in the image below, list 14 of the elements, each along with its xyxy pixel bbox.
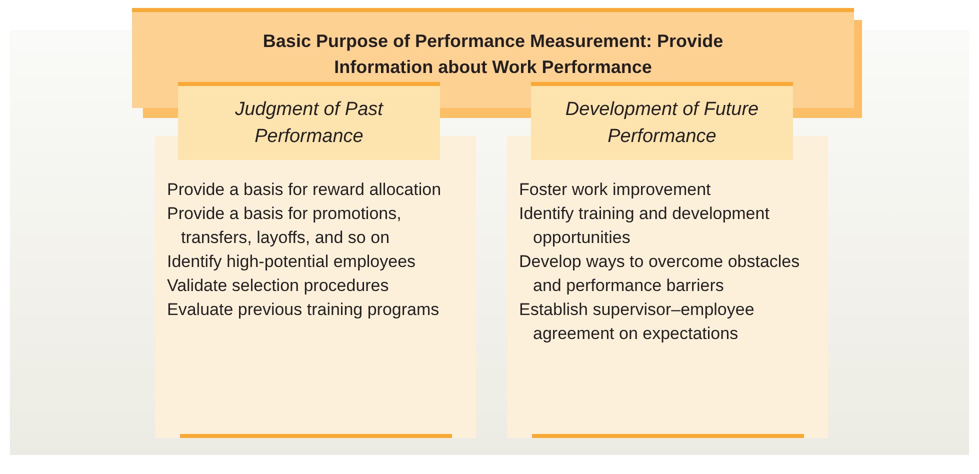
- list-item: Provide a basis for promotions, transfers, layoffs, and so on: [167, 203, 402, 249]
- list-item: Foster work improvement: [519, 179, 712, 201]
- list-item: Establish supervisor–employee agreement on expectations: [519, 299, 756, 345]
- list-item: Identify training and development opportunities: [519, 203, 770, 249]
- list-item: Provide a basis for reward allocation: [167, 179, 442, 201]
- heading-box: [531, 82, 793, 160]
- heading-text: Judgment of Past Performance: [234, 98, 384, 149]
- list-item: Evaluate previous training programs: [167, 299, 440, 321]
- list-item: Identify high-potential employees: [167, 251, 417, 273]
- heading-text: Development of Future Performance: [564, 98, 760, 149]
- banner-title: Basic Purpose of Performance Measurement: Provide Information about Work Performance: [262, 30, 724, 79]
- list-item: Validate selection procedures: [167, 275, 390, 297]
- list-item: Develop ways to overcome obstacles and performance barriers: [519, 251, 801, 297]
- heading-box: [178, 82, 440, 160]
